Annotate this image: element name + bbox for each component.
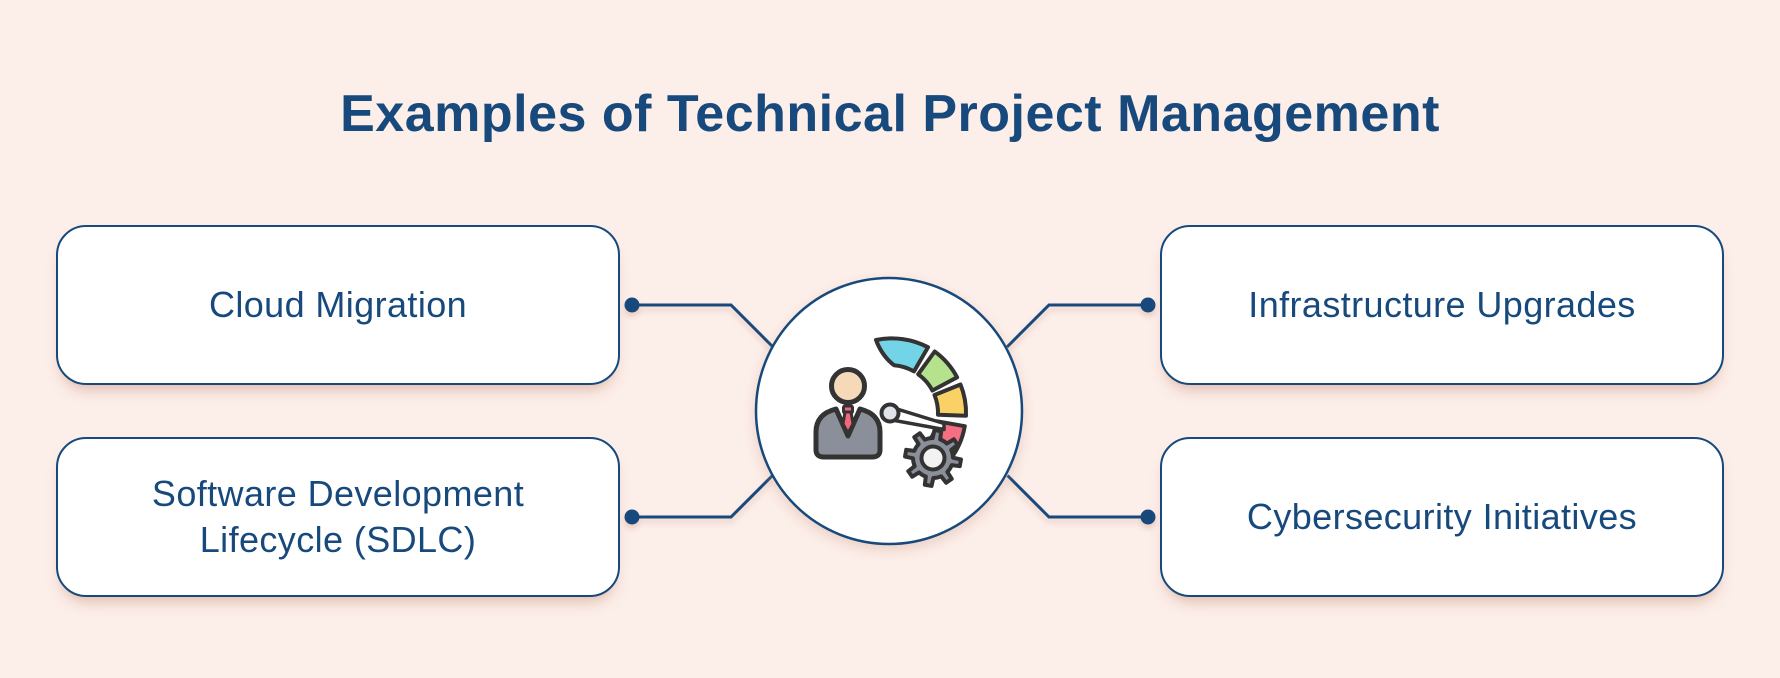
node-label: Cloud Migration (208, 283, 468, 325)
node-software-development-lifecycle: Software Development Lifecycle (SDLC) (56, 437, 620, 597)
node-infrastructure-upgrades: Infrastructure Upgrades (1160, 225, 1724, 385)
person-head (829, 367, 867, 405)
tie-body (841, 410, 855, 435)
diagram-title: Examples of Technical Project Management (340, 85, 1440, 143)
gauge-needle (879, 402, 946, 432)
project-manager-gauge-gear-icon (813, 336, 969, 488)
connector-line-bottom-right (1006, 474, 1148, 519)
person-in-suit-icon (813, 367, 883, 460)
connector-line-top-right (1005, 303, 1148, 349)
connector-lines (624, 297, 1156, 525)
connector-line-bottom-left (632, 474, 774, 519)
person-tie (841, 404, 855, 435)
connector-dot-bottom-left (624, 509, 640, 525)
gauge-segment-cyan (874, 336, 930, 374)
node-label: Software Development Lifecycle (SDLC) (151, 472, 525, 560)
node-cloud-migration: Cloud Migration (56, 225, 620, 385)
connector-dot-bottom-right (1140, 509, 1156, 525)
node-label: Infrastructure Upgrades (1248, 283, 1636, 325)
person-body (813, 406, 883, 460)
gear-icon (903, 428, 963, 488)
gauge-segment-green (916, 349, 960, 393)
connector-dot-top-right (1140, 297, 1156, 313)
gear-hole (919, 444, 947, 472)
connector-line-top-left (632, 303, 775, 349)
gauge-segment-yellow (932, 382, 969, 418)
node-label: Cybersecurity Initiatives (1246, 495, 1638, 537)
connector-dot-top-left (624, 297, 640, 313)
needle-pivot (879, 402, 901, 424)
speed-gauge-arc (874, 336, 969, 466)
node-cybersecurity-initiatives: Cybersecurity Initiatives (1160, 437, 1724, 597)
